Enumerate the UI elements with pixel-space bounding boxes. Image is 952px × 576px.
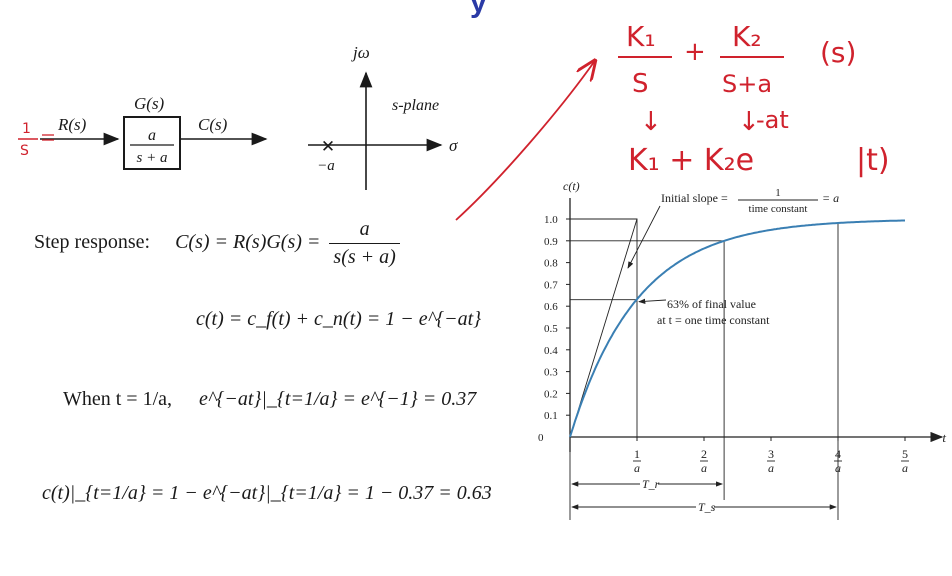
settling-time-label: T_s (698, 500, 716, 514)
sixty-three-percent-text: 63% of final value (667, 297, 756, 311)
step-response-lhs: C(s) = R(s)G(s) = (175, 231, 321, 254)
y-tick-label: 0.7 (544, 279, 558, 291)
ink-k2-numerator: K₂ (732, 20, 762, 53)
chart-axes: c(t) t (563, 179, 946, 452)
time-constant-guide (570, 218, 638, 437)
rise-time-guide (570, 240, 725, 437)
when-t-prefix: When t = 1/a, (63, 388, 173, 410)
y-tick-label: 0.5 (544, 323, 558, 335)
step-response-numerator: a (359, 218, 370, 240)
block-numerator: a (148, 127, 156, 144)
x-tick-numerator: 4 (835, 447, 841, 461)
y-tick-label: 0.8 (544, 258, 558, 270)
when-t-equation: When t = 1/a, e^{−at}|_{t=1/a} = e^{−1} … (63, 388, 476, 411)
sixty-three-percent-pointer (638, 298, 667, 304)
ink-rs-numerator: 1 (22, 121, 31, 137)
x-tick-numerator: 2 (701, 447, 707, 461)
step-response-denominator: s(s + a) (329, 243, 400, 269)
real-axis-label: σ (449, 136, 458, 155)
output-label: C(s) (198, 115, 228, 134)
title-fragment: y (470, 0, 487, 19)
chart-reference-lines (569, 218, 839, 520)
ink-exponent: -at (756, 106, 789, 134)
block-label: G(s) (134, 94, 165, 113)
x-axis-label: t (942, 430, 946, 445)
initial-slope-result: = a (822, 191, 839, 205)
x-tick-denominator: a (768, 461, 774, 475)
x-tick-numerator: 5 (902, 447, 908, 461)
response-curve (569, 219, 905, 438)
initial-slope-numerator: 1 (775, 187, 781, 199)
chart-annotations: Initial slope = 1 time constant = a 63% of f… (571, 187, 839, 514)
x-tick-denominator: a (701, 461, 707, 475)
settling-time-label-bg (696, 499, 714, 513)
y-tick-label: 0.2 (544, 388, 558, 400)
imag-axis-label: jω (351, 43, 370, 62)
initial-slope-text: Initial slope = (661, 191, 728, 205)
y-tick-label: 0.4 (544, 345, 558, 357)
ink-k2-denominator: S+a (722, 70, 772, 98)
time-constant-text: at t = one time constant (657, 313, 770, 327)
x-tick-denominator: a (835, 461, 841, 475)
initial-slope-line (569, 218, 638, 438)
x-tick-denominator: a (902, 461, 908, 475)
input-label: R(s) (57, 115, 87, 134)
ink-s-domain: (s) (820, 36, 856, 69)
block-denominator: s + a (137, 150, 168, 166)
ink-arrow (455, 62, 594, 221)
y-tick-label: 0.1 (544, 410, 558, 422)
y-tick-label: 0.6 (544, 301, 558, 313)
y-tick-label: 0.9 (544, 236, 558, 248)
time-response-equation: c(t) = c_f(t) + c_n(t) = 1 − e^{−at} (196, 308, 482, 330)
initial-slope-denominator: time constant (749, 203, 808, 215)
transfer-block (123, 116, 181, 170)
ink-t-domain: |t) (856, 143, 890, 178)
rise-time-label-bg (640, 476, 658, 490)
ink-down-arrow-2: ↓ (738, 107, 760, 137)
pole-marker: ✕ (321, 137, 335, 157)
ink-k1-denominator: S (632, 69, 649, 99)
y-tick-label: 1.0 (544, 214, 558, 226)
chart-series (569, 219, 905, 438)
x-tick-numerator: 3 (768, 447, 774, 461)
y-tick-label: 0.3 (544, 367, 558, 379)
final-value-equation: c(t)|_{t=1/a} = 1 − e^{−at}|_{t=1/a} = 1… (42, 482, 492, 504)
step-response-label: Step response: (34, 231, 151, 254)
chart-ticks: 00.10.20.30.40.50.60.70.80.91.01a2a3a4a5… (538, 214, 909, 475)
y-axis-label: c(t) (563, 179, 580, 193)
y-tick-label: 0 (538, 432, 544, 444)
ink-k1-numerator: K₁ (626, 20, 656, 53)
ink-rs-denominator: S (20, 143, 29, 159)
ink-down-arrow-1: ↓ (640, 107, 662, 137)
x-tick-denominator: a (634, 461, 640, 475)
when-t-expression: e^{−at}|_{t=1/a} = e^{−1} = 0.37 (199, 388, 477, 410)
step-response-equation: Step response: C(s) = R(s)G(s) = a s(s +… (34, 218, 404, 269)
x-tick-numerator: 1 (634, 447, 640, 461)
pole-label: −a (317, 158, 335, 174)
ink-time-expression: K₁ + K₂e (628, 143, 754, 178)
ink-plus: + (684, 37, 706, 67)
s-plane-title: s-plane (392, 97, 439, 114)
rise-time-label: T_r (642, 477, 660, 491)
initial-slope-pointer (627, 205, 661, 269)
